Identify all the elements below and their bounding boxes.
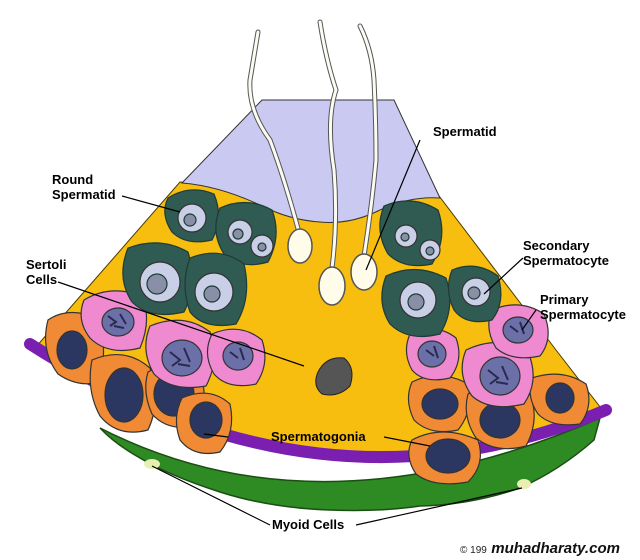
spermatid-tails: [247, 19, 379, 271]
label-sertoli-cells: Sertoli Cells: [26, 257, 67, 287]
watermark-site: muhadharaty.com: [491, 540, 620, 557]
myoid-layer: [99, 416, 602, 512]
leader-lines: [57, 139, 537, 526]
spermatid-head: [318, 266, 346, 306]
label-spermatid: Spermatid: [433, 124, 497, 139]
round-spermatid-cells: [122, 189, 502, 337]
label-myoid-cells: Myoid Cells: [272, 517, 345, 532]
primary-spermatocyte-cells: [80, 290, 549, 408]
label-spermatogonia: Spermatogonia: [271, 429, 366, 444]
myoid-nucleus: [144, 459, 160, 469]
spermatid-head: [287, 228, 313, 264]
label-secondary-spermatocyte: Secondary Spermatocyte: [523, 238, 609, 268]
label-primary-spermatocyte: Primary Spermatocyte: [540, 292, 626, 322]
myoid-nucleus: [517, 479, 531, 489]
watermark-prefix: © 199: [460, 545, 487, 556]
spermatid-heads: [287, 228, 378, 306]
spermatid-head: [350, 253, 378, 291]
label-round-spermatid: Round Spermatid: [52, 172, 116, 202]
sertoli-nucleus: [315, 357, 353, 396]
copyright-watermark: © 199 muhadharaty.com: [460, 540, 620, 558]
